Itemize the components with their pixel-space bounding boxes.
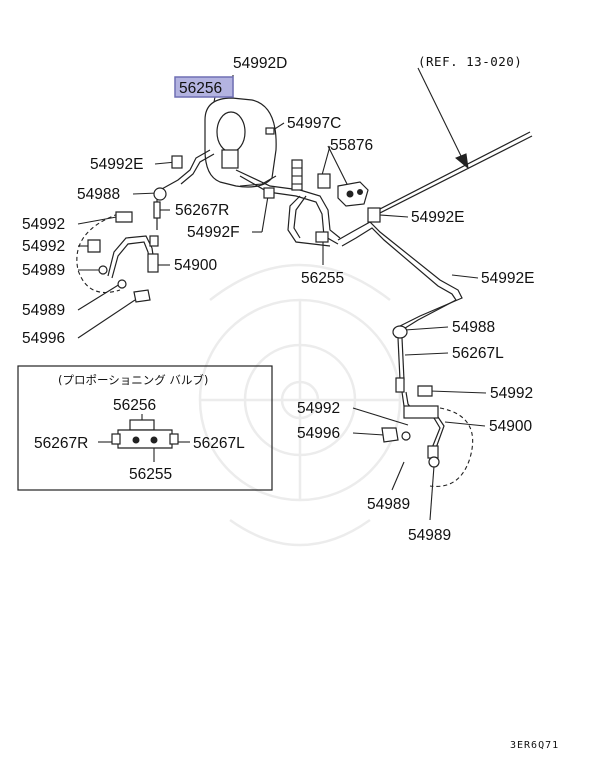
part-label-54992D[interactable]: 54992D — [233, 55, 287, 72]
highlight-box — [174, 76, 234, 98]
inset-label-56267L: 56267L — [193, 435, 245, 452]
part-label-54996-right[interactable]: 54996 — [297, 425, 340, 442]
inset-proportioning-valve: (プロポーショニング バルブ) 56256 56267R 56267L 5625… — [17, 365, 273, 491]
part-label-54989-b[interactable]: 54989 — [22, 302, 65, 319]
part-label-54988-right[interactable]: 54988 — [452, 319, 495, 336]
inset-label-56267R: 56267R — [34, 435, 88, 452]
part-label-54992-a[interactable]: 54992 — [22, 216, 65, 233]
part-label-54992E-left[interactable]: 54992E — [90, 156, 143, 173]
part-label-56267R[interactable]: 56267R — [175, 202, 229, 219]
inset-title: (プロポーショニング バルブ) — [58, 373, 208, 387]
part-label-54989-a[interactable]: 54989 — [22, 262, 65, 279]
part-label-54992-b[interactable]: 54992 — [22, 238, 65, 255]
part-label-54992F[interactable]: 54992F — [187, 224, 240, 241]
part-label-54900-left[interactable]: 54900 — [174, 257, 217, 274]
reference-arrow — [417, 67, 469, 170]
part-label-56256-highlighted[interactable]: 56256 — [179, 80, 222, 97]
inset-label-56256: 56256 — [113, 397, 156, 414]
left-wheel-assembly — [76, 155, 183, 303]
clip-parts-centre — [263, 127, 381, 243]
part-label-54992E-right[interactable]: 54992E — [481, 270, 534, 287]
part-label-54988-left[interactable]: 54988 — [77, 186, 120, 203]
part-label-54989-c[interactable]: 54989 — [367, 496, 410, 513]
part-label-54992-c[interactable]: 54992 — [297, 400, 340, 417]
diagram-code: 3ER6Q71 — [510, 740, 559, 751]
inset-label-56255: 56255 — [129, 466, 172, 483]
part-label-54992E-mid[interactable]: 54992E — [411, 209, 464, 226]
part-label-54992-right[interactable]: 54992 — [490, 385, 533, 402]
master-cylinder-booster — [204, 97, 277, 188]
right-wheel-assembly — [381, 325, 474, 487]
watermark-emblem — [198, 263, 402, 547]
part-label-54989-d[interactable]: 54989 — [408, 527, 451, 544]
part-label-54996-left[interactable]: 54996 — [22, 330, 65, 347]
part-label-55876[interactable]: 55876 — [330, 137, 373, 154]
part-label-56255[interactable]: 56255 — [301, 270, 344, 287]
reference-label[interactable]: (REF. 13-020) — [418, 54, 522, 69]
part-label-56267L[interactable]: 56267L — [452, 345, 504, 362]
part-label-54997C[interactable]: 54997C — [287, 115, 341, 132]
part-label-54900-right[interactable]: 54900 — [489, 418, 532, 435]
